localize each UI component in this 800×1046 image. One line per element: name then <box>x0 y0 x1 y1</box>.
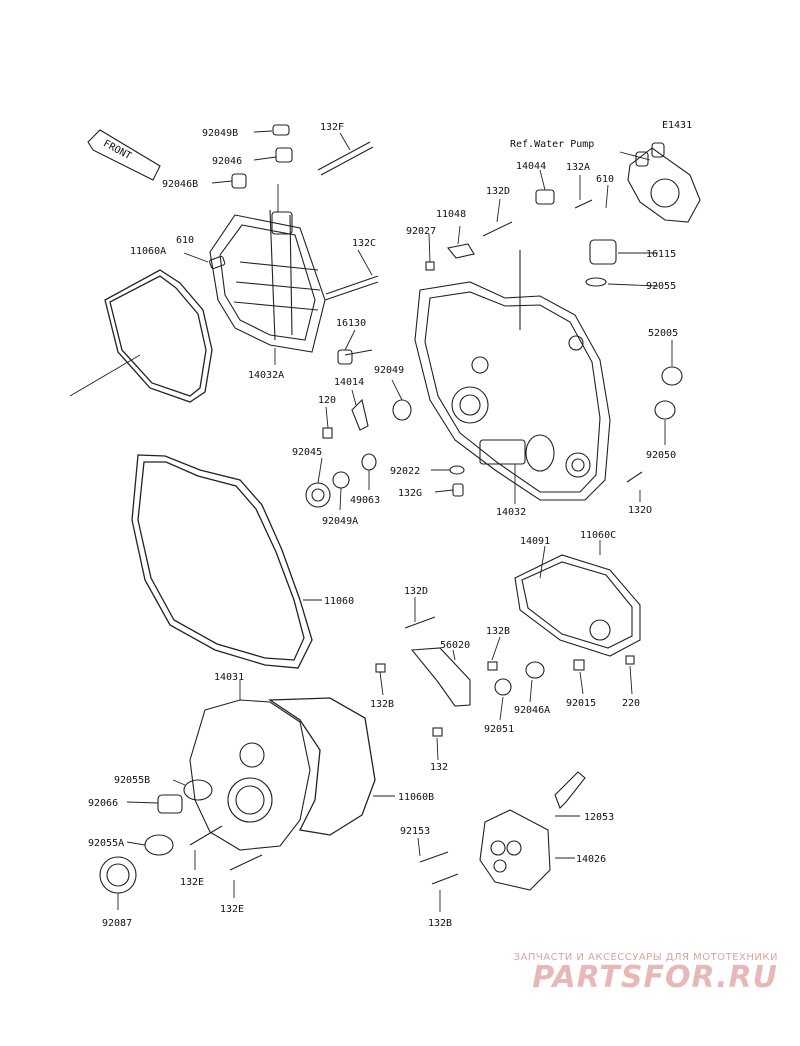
label-11060a: 11060A <box>130 246 166 257</box>
label-92049b: 92049B <box>202 128 238 139</box>
label-14031: 14031 <box>214 672 244 683</box>
label-14014: 14014 <box>334 377 364 388</box>
label-14044: 14044 <box>516 161 546 172</box>
cover-14031 <box>189 699 311 851</box>
gasket-11060 <box>131 454 313 669</box>
gasket-11060b <box>267 697 376 836</box>
label-92066: 92066 <box>88 798 118 809</box>
label-92046b: 92046B <box>162 179 198 190</box>
label-52005: 52005 <box>648 328 678 339</box>
label-14032a: 14032A <box>248 370 284 381</box>
cover-14091 <box>514 554 641 657</box>
water-pump-cover <box>627 142 701 223</box>
label-132b-c: 132B <box>428 918 452 929</box>
label-92046a: 92046A <box>514 705 550 716</box>
plug-92066 <box>157 794 183 814</box>
watermark-logo: PARTSFOR.RU <box>532 960 778 995</box>
cover-14032 <box>414 250 611 501</box>
label-49063: 49063 <box>350 495 380 506</box>
oring-92055b <box>183 779 213 801</box>
label-132b-b: 132B <box>370 699 394 710</box>
front-arrow-icon: FRONT <box>87 129 161 181</box>
front-label: FRONT <box>101 138 133 162</box>
label-132d-b: 132D <box>404 586 428 597</box>
label-92049: 92049 <box>374 365 404 376</box>
label-56020: 56020 <box>440 640 470 651</box>
label-14032: 14032 <box>496 507 526 518</box>
label-92055b: 92055B <box>114 775 150 786</box>
label-132d: 132D <box>486 186 510 197</box>
watermark-tagline: ЗАПЧАСТИ И АКСЕССУАРЫ ДЛЯ МОТОТЕХНИКИ <box>513 952 778 963</box>
label-132f: 132F <box>320 122 344 133</box>
label-16115: 16115 <box>646 249 676 260</box>
cover-14032a <box>209 209 326 353</box>
seal-52005 <box>661 366 683 386</box>
ref-water-pump: Ref.Water Pump <box>510 139 594 150</box>
label-120: 120 <box>318 395 336 406</box>
label-14091: 14091 <box>520 536 550 547</box>
bracket-12053 <box>554 771 586 809</box>
label-132c: 132C <box>352 238 376 249</box>
label-14026: 14026 <box>576 854 606 865</box>
oring-92055a <box>144 834 174 856</box>
label-92055: 92055 <box>646 281 676 292</box>
label-11060: 11060 <box>324 596 354 607</box>
label-132a: 132A <box>566 162 590 173</box>
label-132o: 132O <box>628 505 652 516</box>
label-16130: 16130 <box>336 318 366 329</box>
label-92050: 92050 <box>646 450 676 461</box>
watermark: ЗАПЧАСТИ И АКСЕССУАРЫ ДЛЯ МОТОТЕХНИКИ PA… <box>514 952 778 993</box>
label-92027: 92027 <box>406 226 436 237</box>
label-132b: 132B <box>486 626 510 637</box>
seal-92050 <box>654 400 676 420</box>
plug-92087 <box>99 856 137 894</box>
parts-top-stack <box>209 124 374 270</box>
cap-16115 <box>589 239 617 265</box>
gasket-11060a <box>104 269 213 403</box>
label-92087: 92087 <box>102 918 132 929</box>
label-12053: 12053 <box>584 812 614 823</box>
diagram-id: E1431 <box>662 120 692 131</box>
leader-lines <box>69 130 673 912</box>
label-92049a: 92049A <box>322 516 358 527</box>
label-132: 132 <box>430 762 448 773</box>
label-610a: 610 <box>596 174 614 185</box>
label-92055a: 92055A <box>88 838 124 849</box>
label-92046: 92046 <box>212 156 242 167</box>
label-92022: 92022 <box>390 466 420 477</box>
label-132g: 132G <box>398 488 422 499</box>
cover-14026 <box>479 809 551 891</box>
label-132e: 132E <box>180 877 204 888</box>
label-11060b: 11060B <box>398 792 434 803</box>
bracket-56020 <box>410 647 471 707</box>
label-92153: 92153 <box>400 826 430 837</box>
label-11048: 11048 <box>436 209 466 220</box>
oring-92055 <box>585 277 607 287</box>
label-92045: 92045 <box>292 447 322 458</box>
label-220: 220 <box>622 698 640 709</box>
part-labels: 92049B 132F 92046 92046B 14044 132A 610 … <box>88 122 678 929</box>
label-92015: 92015 <box>566 698 596 709</box>
label-11060c: 11060C <box>580 530 616 541</box>
label-132e-b: 132E <box>220 904 244 915</box>
label-92051: 92051 <box>484 724 514 735</box>
label-610b: 610 <box>176 235 194 246</box>
